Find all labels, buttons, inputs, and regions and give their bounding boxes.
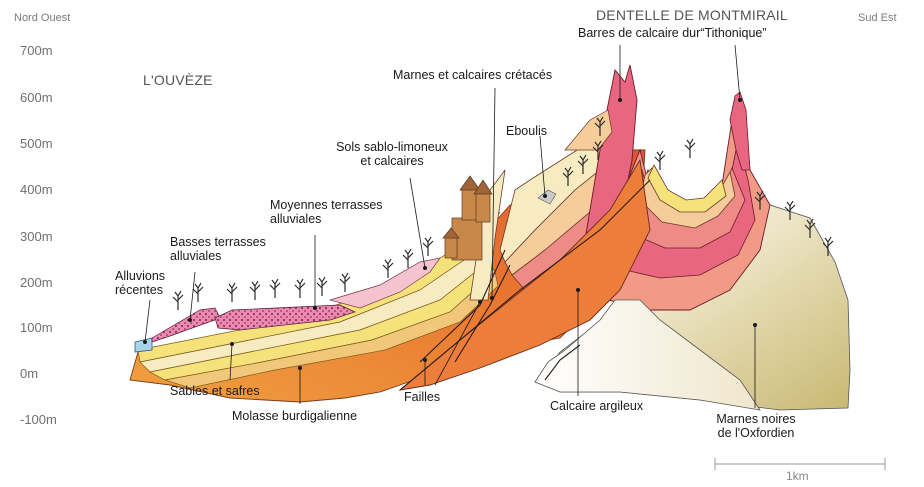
vine-plant [402,248,414,268]
moyennes-terrasses-line1: Moyennes terrasses [270,198,383,212]
ouveze-label: L'OUVÈZE [143,72,213,88]
vine-plant [754,190,766,210]
alluvions-line1: Alluvions [115,269,166,283]
vine-plant [577,154,589,174]
sols-label-line2: et calcaires [360,154,424,169]
leader-dots [143,98,757,370]
calcaire-argileux-layer [398,158,761,411]
alluvions-label: Alluvions récentes [115,269,165,298]
altitude-label: 300m [20,229,53,244]
village-icon [442,175,493,261]
vine-plant [684,138,696,158]
vine-plant [804,218,816,238]
marnes-noires-label: Marnes noires de l'Oxfordien [706,412,806,441]
vine-plant [382,258,394,278]
moyennes-terrasses-label: Moyennes terrasses alluviales [270,198,383,227]
leader-lines [144,44,756,408]
vine-plant [422,236,434,256]
sols-label: Sols sablo-limoneux et calcaires [330,140,454,169]
vine-plant [822,236,834,256]
alluvions-line2: récentes [115,283,163,298]
sols-label-line1: Sols sablo-limoneux [336,140,448,154]
altitude-label: 200m [20,275,53,290]
basses-terrasses-line2: alluviales [170,249,222,264]
altitude-label: -100m [20,412,57,427]
scale-label: 1km [786,469,809,483]
vine-plant [339,272,351,292]
syncline [607,91,771,311]
orientation-left-label: Nord Ouest [14,12,71,24]
vine-plant [562,166,574,186]
failles-label: Failles [404,390,441,404]
altitude-label: 700m [20,43,53,58]
molasse-label: Molasse burdigalienne [232,409,358,423]
vine-plant [294,278,306,298]
moyennes-terrasses-line2: alluviales [270,212,322,227]
orientation-right-label: Sud Est [858,12,897,24]
tithonique-label: Barres de calcaire dur“Tithonique” [578,26,767,40]
vine-plant [592,140,604,160]
marnes-noires-line1: Marnes noires [716,412,796,426]
vine-plant [316,276,328,296]
vine-plant [784,200,796,220]
basses-terrasses-line1: Basses terrasses [170,235,266,249]
vine-plant [269,278,281,298]
altitude-label: 600m [20,90,53,105]
marnes-cretaces-label: Marnes et calcaires crétacés [393,68,553,82]
vine-plant [594,116,606,136]
altitude-label: 0m [20,366,39,381]
altitude-label: 400m [20,182,53,197]
altitude-label: 500m [20,136,53,151]
vine-plant [226,282,238,302]
sables-label: Sables et safres [170,384,260,398]
vine-plant [192,282,204,302]
vine-plant [172,290,184,310]
vine-plant [654,150,666,170]
surface-deposits [134,189,557,353]
vine-plant [249,280,261,300]
altitude-label: 100m [20,320,53,335]
marnes-noires-line2: de l'Oxfordien [717,426,795,441]
dentelle-label: DENTELLE DE MONTMIRAIL [596,7,788,23]
vine-plants [172,116,834,310]
scale-bar [714,458,886,470]
fault-lines [399,179,651,391]
basses-terrasses-label: Basses terrasses alluviales [170,235,266,264]
calcaire-argileux-label: Calcaire argileux [550,399,644,413]
eboulis-label: Eboulis [506,124,547,138]
